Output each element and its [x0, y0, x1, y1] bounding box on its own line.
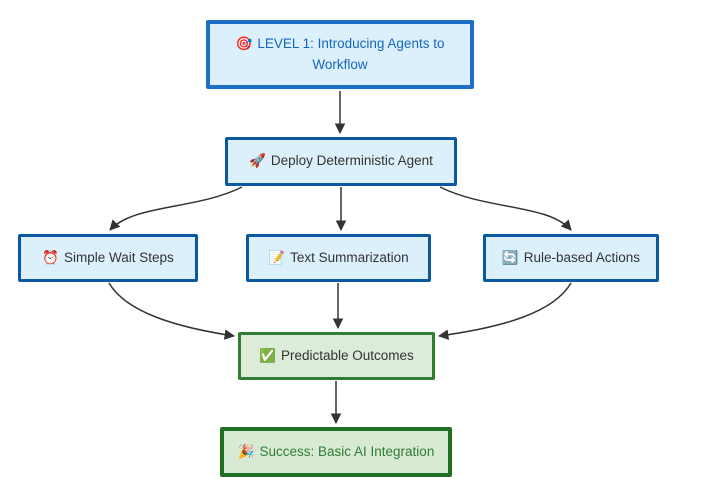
node-deploy: 🚀Deploy Deterministic Agent	[225, 137, 457, 186]
node-success-label: Success: Basic AI Integration	[259, 443, 435, 459]
node-deploy-label: Deploy Deterministic Agent	[270, 153, 433, 169]
node-summarize: 📝Text Summarization	[246, 234, 431, 282]
node-level1-label-wrap: 🎯LEVEL 1: Introducing Agents to Workflow	[210, 32, 470, 78]
node-success: 🎉Success: Basic AI Integration	[220, 427, 452, 477]
memo-icon: 📝	[268, 249, 286, 265]
edge-wait-outcomes	[108, 282, 236, 340]
alarm-clock-icon: ⏰	[42, 249, 59, 265]
target-icon: 🎯	[235, 35, 253, 51]
node-outcomes-label-wrap: ✅ Predictable Outcomes	[249, 344, 424, 369]
party-popper-icon: 🎉	[237, 443, 255, 459]
node-level1: 🎯LEVEL 1: Introducing Agents to Workflow	[206, 20, 474, 89]
node-deploy-label-wrap: 🚀Deploy Deterministic Agent	[239, 149, 443, 174]
check-mark-icon: ✅	[259, 347, 276, 363]
node-summarize-label: Text Summarization	[290, 249, 409, 265]
node-rules: 🔄Rule-based Actions	[483, 234, 659, 282]
node-summarize-label-wrap: 📝Text Summarization	[258, 246, 418, 271]
node-wait-label-wrap: ⏰ Simple Wait Steps	[32, 246, 184, 271]
edge-deploy-wait	[109, 186, 243, 231]
node-wait-label: Simple Wait Steps	[64, 249, 174, 265]
node-success-label-wrap: 🎉Success: Basic AI Integration	[228, 440, 445, 465]
node-rules-label-wrap: 🔄Rule-based Actions	[492, 246, 650, 271]
node-wait: ⏰ Simple Wait Steps	[18, 234, 198, 282]
edge-deploy-rules	[439, 186, 572, 231]
arrows-cycle-icon: 🔄	[501, 249, 519, 265]
node-outcomes: ✅ Predictable Outcomes	[238, 332, 435, 380]
rocket-icon: 🚀	[249, 153, 266, 169]
edge-rules-outcomes	[437, 282, 572, 340]
node-level1-label: LEVEL 1: Introducing Agents to Workflow	[257, 35, 445, 72]
node-rules-label: Rule-based Actions	[523, 249, 641, 265]
node-outcomes-label: Predictable Outcomes	[281, 347, 414, 363]
